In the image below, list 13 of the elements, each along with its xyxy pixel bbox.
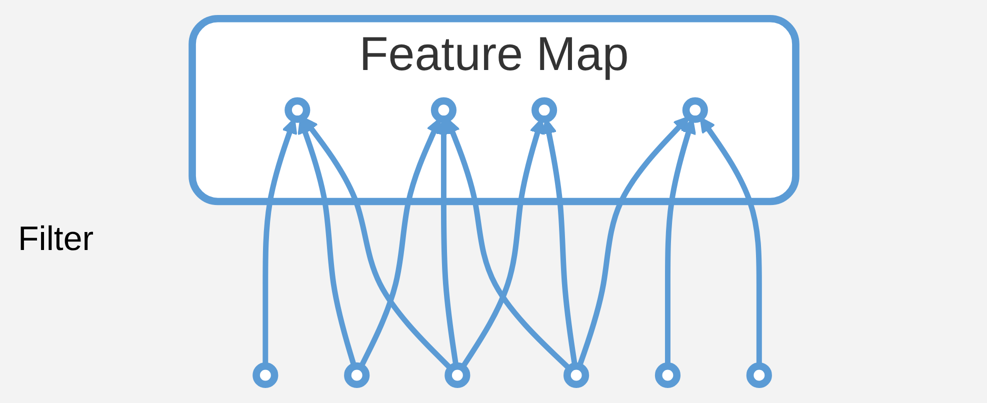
node-circle	[654, 362, 680, 388]
cluster: Feature Map	[188, 14, 799, 206]
node-circle	[530, 97, 557, 123]
node-circle	[444, 362, 470, 388]
filter-label: Filter	[18, 220, 94, 259]
node-circle	[563, 362, 589, 388]
node-circle	[344, 362, 370, 388]
node-circle	[746, 362, 772, 388]
node-circle	[252, 362, 278, 388]
arrow	[302, 116, 452, 371]
node-circle	[430, 97, 456, 123]
node-circle	[682, 97, 708, 123]
node-circle	[284, 97, 310, 123]
